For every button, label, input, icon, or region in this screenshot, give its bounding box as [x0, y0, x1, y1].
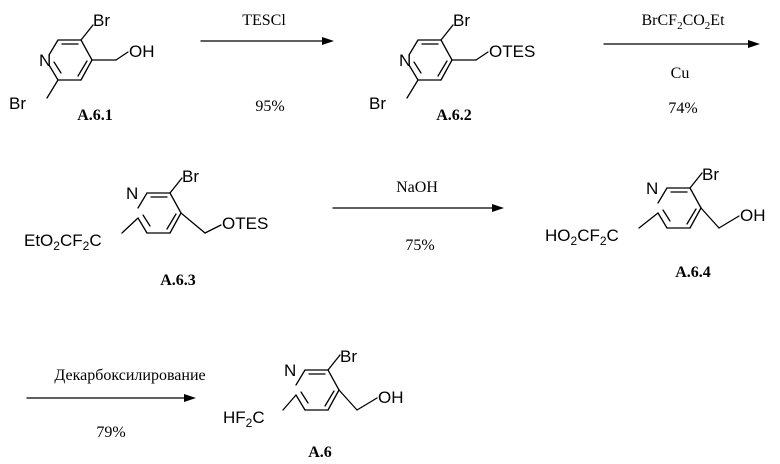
reagent-step-2: BrCF2CO2Et [641, 12, 725, 32]
reagent-step-4: Декарбоксилирование [54, 367, 205, 384]
nitrogen-label: N [646, 179, 658, 198]
yield-step-2: 74% [668, 100, 697, 117]
reagent-step-1: TESCl [242, 12, 286, 29]
reaction-arrow-step-4 [27, 394, 196, 402]
bromo-label: Br [340, 347, 357, 366]
molecule-a-6-2: N Br Br OTES [369, 11, 535, 113]
reagent-step-3: NaOH [396, 179, 438, 196]
nitrogen-label: N [126, 184, 138, 203]
compound-label-a-6-3: A.6.3 [160, 272, 196, 289]
compound-label-a-6-4: A.6.4 [675, 264, 711, 281]
bromo-label: Br [182, 167, 199, 186]
nitrogen-label: N [39, 51, 51, 70]
bromo-label-top: Br [93, 11, 110, 30]
bromo-label-top: Br [453, 11, 470, 30]
otes-label: OTES [489, 42, 535, 61]
ester-group-label: EtO2CF2C [24, 231, 102, 253]
yield-step-4: 79% [96, 424, 125, 441]
reaction-arrow-step-1 [201, 37, 334, 45]
hydroxyl-label: OH [740, 206, 766, 225]
nitrogen-label: N [284, 361, 296, 380]
bromo-label: Br [702, 165, 719, 184]
compound-label-a-6: A.6 [308, 444, 332, 461]
acid-group-label: HO2CF2C [545, 226, 619, 248]
compound-label-a-6-1: A.6.1 [77, 107, 113, 124]
molecule-a-6: N Br HF2C OH [223, 347, 404, 430]
yield-step-1: 95% [255, 98, 284, 115]
molecule-a-6-1: N Br Br OH [9, 11, 155, 113]
hydroxyl-label: OH [378, 388, 404, 407]
compound-label-a-6-2: A.6.2 [436, 107, 472, 124]
bromo-label-bottom: Br [369, 94, 386, 113]
reaction-arrow-step-2 [604, 40, 760, 48]
difluoromethyl-label: HF2C [223, 408, 265, 430]
nitrogen-label: N [399, 51, 411, 70]
hydroxyl-label: OH [129, 42, 155, 61]
molecule-a-6-4: N Br HO2CF2C OH [545, 165, 766, 248]
molecule-a-6-3: N Br EtO2CF2C OTES [24, 167, 268, 253]
otes-label: OTES [222, 214, 268, 233]
bromo-label-bottom: Br [9, 94, 26, 113]
yield-step-3: 75% [405, 237, 434, 254]
reaction-arrow-step-3 [333, 204, 504, 212]
catalyst-step-2: Cu [671, 65, 690, 82]
